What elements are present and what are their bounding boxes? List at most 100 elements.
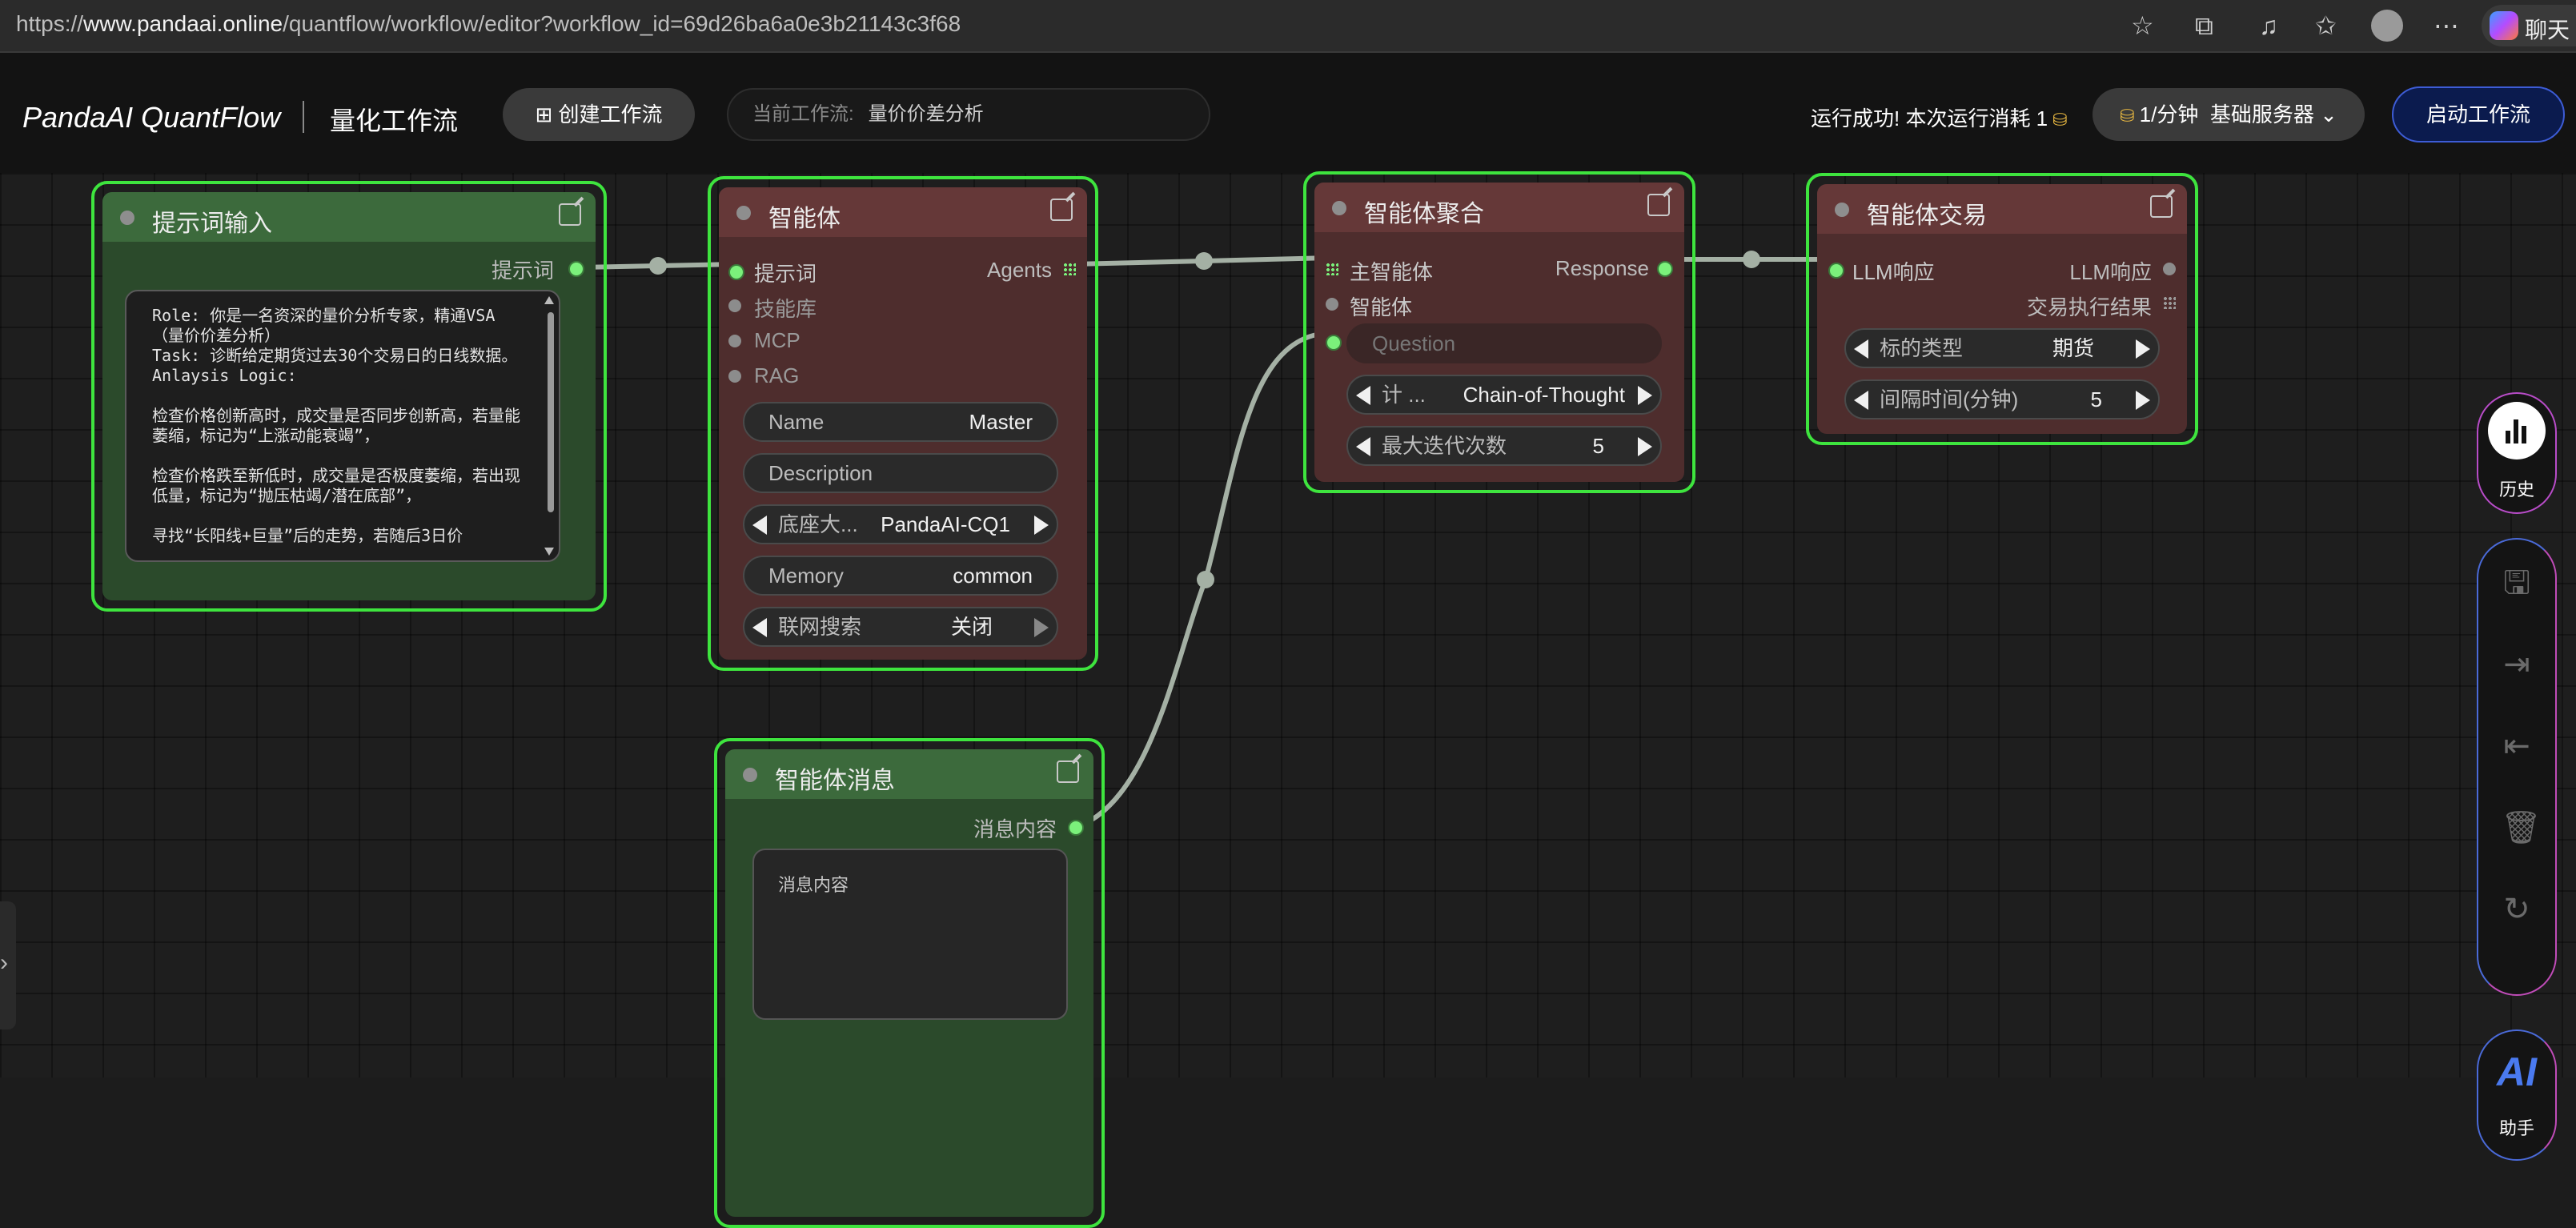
input-port-dot[interactable] — [728, 335, 741, 347]
input-port-dot[interactable] — [1326, 263, 1338, 275]
import-icon[interactable]: ⇤ — [2503, 728, 2530, 764]
arrow-left-icon[interactable] — [1854, 339, 1868, 359]
interval-stepper[interactable]: 间隔时间(分钟) 5 — [1844, 379, 2160, 419]
output-port-dot[interactable] — [1657, 261, 1673, 277]
node-header[interactable]: 智能体 — [719, 187, 1087, 237]
node-prompt-input[interactable]: 提示词输入 提示词 Role: 你是一名资深的量价分析专家，精通VSA（量价价差… — [91, 181, 607, 612]
arrow-left-icon[interactable] — [1356, 437, 1370, 456]
link-reroute-dot — [1195, 252, 1213, 270]
arrow-right-icon[interactable] — [1034, 516, 1049, 535]
server-rate: 1/分钟 — [2139, 102, 2199, 126]
description-field[interactable]: Description — [743, 453, 1058, 493]
node-agent[interactable]: 智能体 提示词 技能库 MCP RAG Agents Name Master D… — [708, 176, 1098, 671]
arrow-right-icon[interactable] — [1638, 437, 1652, 456]
current-workflow-field[interactable]: 当前工作流:量价价差分析 — [727, 88, 1210, 141]
chevron-down-icon: ⌄ — [2320, 102, 2337, 126]
input-port-dot[interactable] — [728, 299, 741, 312]
arrow-right-icon[interactable] — [1638, 386, 1652, 405]
ai-assistant-label: 助手 — [2498, 1118, 2534, 1138]
create-workflow-button[interactable]: ⊞ 创建工作流 — [503, 88, 695, 141]
node-title: 智能体交易 — [1867, 203, 1987, 229]
output-port-dot[interactable] — [2163, 263, 2176, 275]
brand-divider — [303, 101, 304, 133]
profile-icon[interactable] — [2371, 10, 2403, 42]
scrollbar-thumb[interactable] — [548, 312, 554, 512]
widget-label: 底座大... — [778, 512, 858, 536]
widget-value: common — [953, 564, 1033, 588]
prompt-textarea[interactable]: Role: 你是一名资深的量价分析专家，精通VSA（量价价差分析） Task: … — [125, 290, 560, 562]
memory-field[interactable]: Memory common — [743, 556, 1058, 596]
output-port-label: 消息内容 — [973, 817, 1057, 841]
max-iterations-stepper[interactable]: 最大迭代次数 5 — [1346, 426, 1662, 466]
trash-icon[interactable]: 🗑 — [2501, 810, 2542, 845]
more-icon[interactable]: ⋯ — [2434, 11, 2459, 40]
method-select[interactable]: 计 ... Chain-of-Thought — [1346, 375, 1662, 415]
output-port-dot[interactable] — [1068, 820, 1084, 836]
input-port-label: 提示词 — [754, 262, 817, 286]
edit-icon[interactable] — [2150, 195, 2173, 218]
node-header[interactable]: 智能体聚合 — [1314, 183, 1684, 232]
output-port-dot[interactable] — [1063, 263, 1076, 275]
input-port-dot[interactable] — [728, 264, 744, 280]
copilot-button[interactable]: 聊天 — [2482, 5, 2576, 46]
link-reroute-dot — [1743, 251, 1760, 268]
scroll-up-icon[interactable] — [544, 296, 554, 304]
question-field[interactable]: Question — [1346, 323, 1662, 363]
instrument-type-select[interactable]: 标的类型 期货 — [1844, 328, 2160, 368]
arrow-right-icon[interactable] — [1034, 618, 1049, 637]
edit-icon[interactable] — [1050, 199, 1073, 221]
media-icon[interactable]: ♫ — [2259, 11, 2278, 40]
node-agent-message[interactable]: 智能体消息 消息内容 消息内容 — [714, 738, 1105, 1228]
left-panel-handle[interactable]: › — [0, 901, 16, 1029]
workflow-canvas[interactable]: › 提示词输入 提示词 Role: 你是一名资深的量价分析专家，精通VSA（量价… — [0, 171, 2576, 1228]
history-button[interactable]: 历史 — [2477, 392, 2557, 514]
address-bar[interactable]: https://www.pandaai.online/quantflow/wor… — [16, 11, 961, 37]
edit-icon[interactable] — [1057, 760, 1079, 783]
output-port-dot[interactable] — [568, 261, 584, 277]
node-status-dot — [1332, 201, 1346, 215]
arrow-left-icon[interactable] — [1854, 391, 1868, 410]
server-select[interactable]: ⛁ 1/分钟 基础服务器 ⌄ — [2092, 88, 2365, 141]
arrow-left-icon[interactable] — [752, 618, 767, 637]
widget-value: 关闭 — [950, 615, 993, 639]
base-model-select[interactable]: 底座大... PandaAI-CQ1 — [743, 504, 1058, 544]
start-workflow-button[interactable]: 启动工作流 — [2392, 86, 2565, 142]
node-agent-trade[interactable]: 智能体交易 LLM响应 LLM响应 交易执行结果 标的类型 期货 间隔时间(分钟… — [1806, 173, 2198, 445]
widget-value: Master — [969, 410, 1033, 434]
node-agent-aggregate[interactable]: 智能体聚合 主智能体 智能体 Response Question 计 ... C… — [1303, 171, 1695, 493]
tool-panel: 🖫 ⇥ ⇤ 🗑 ↻ — [2477, 538, 2557, 996]
arrow-right-icon[interactable] — [2136, 391, 2150, 410]
arrow-left-icon[interactable] — [1356, 386, 1370, 405]
node-body: 智能体 提示词 技能库 MCP RAG Agents Name Master D… — [719, 187, 1087, 660]
ai-assistant-button[interactable]: AI 助手 — [2477, 1029, 2557, 1161]
extension-icon[interactable]: ⧉ — [2195, 11, 2213, 40]
edit-icon[interactable] — [559, 203, 581, 226]
input-port-dot[interactable] — [1326, 298, 1338, 311]
input-port-dot[interactable] — [1326, 335, 1342, 351]
web-search-select[interactable]: 联网搜索 关闭 — [743, 607, 1058, 647]
edit-icon[interactable] — [1647, 194, 1670, 216]
input-port-dot[interactable] — [728, 370, 741, 383]
scroll-down-icon[interactable] — [544, 548, 554, 556]
copilot-icon — [2490, 11, 2518, 40]
coin-icon: ⛁ — [2052, 110, 2068, 130]
name-field[interactable]: Name Master — [743, 402, 1058, 442]
arrow-right-icon[interactable] — [2136, 339, 2150, 359]
node-header[interactable]: 提示词输入 — [102, 192, 596, 242]
input-port-label: 智能体 — [1350, 295, 1413, 319]
star-icon[interactable]: ☆ — [2131, 11, 2154, 40]
node-header[interactable]: 智能体消息 — [725, 749, 1093, 799]
node-header[interactable]: 智能体交易 — [1817, 184, 2187, 234]
message-textarea[interactable]: 消息内容 — [752, 849, 1068, 1020]
node-body: 智能体聚合 主智能体 智能体 Response Question 计 ... C… — [1314, 183, 1684, 482]
save-icon[interactable]: 🖫 — [2502, 565, 2531, 600]
arrow-left-icon[interactable] — [752, 516, 767, 535]
export-icon[interactable]: ⇥ — [2503, 647, 2530, 682]
favorites-icon[interactable]: ✩ — [2315, 11, 2337, 40]
output-port-dot[interactable] — [2163, 296, 2176, 309]
input-port-dot[interactable] — [1828, 263, 1844, 279]
node-title: 提示词输入 — [152, 211, 272, 237]
node-body: 智能体消息 消息内容 消息内容 — [725, 749, 1093, 1217]
input-port-label: RAG — [754, 363, 800, 387]
refresh-icon[interactable]: ↻ — [2503, 892, 2530, 927]
